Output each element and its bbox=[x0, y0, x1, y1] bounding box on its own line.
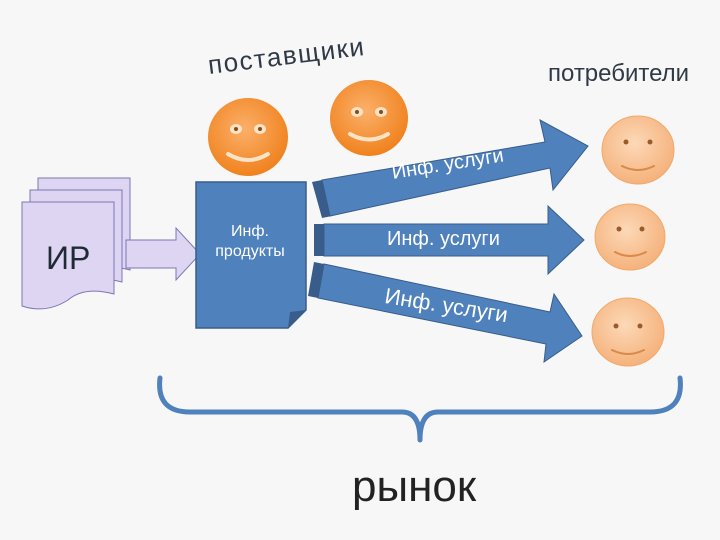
consumer-smiley-icon bbox=[601, 115, 675, 185]
info-resources-label: ИР bbox=[46, 240, 91, 276]
market-label: рынок bbox=[352, 462, 477, 511]
info-services-middle-label: Инф. услуги bbox=[387, 228, 500, 250]
consumers-label: потребители bbox=[548, 60, 690, 87]
consumer-smiley-icon bbox=[591, 297, 665, 367]
consumer-smiley-icon bbox=[594, 203, 666, 271]
service-arrow-top bbox=[312, 119, 589, 218]
document-stack-icon bbox=[21, 177, 131, 310]
info-products-label: Инф. продукты bbox=[215, 223, 285, 260]
market-brace bbox=[157, 375, 683, 443]
service-arrow-middle bbox=[314, 204, 585, 276]
supplier-smiley-icon bbox=[208, 98, 288, 176]
service-arrow-bottom bbox=[308, 262, 583, 364]
resources-to-products-arrow bbox=[125, 226, 201, 282]
supplier-smiley-icon bbox=[330, 80, 408, 156]
info-products-document bbox=[195, 181, 307, 329]
